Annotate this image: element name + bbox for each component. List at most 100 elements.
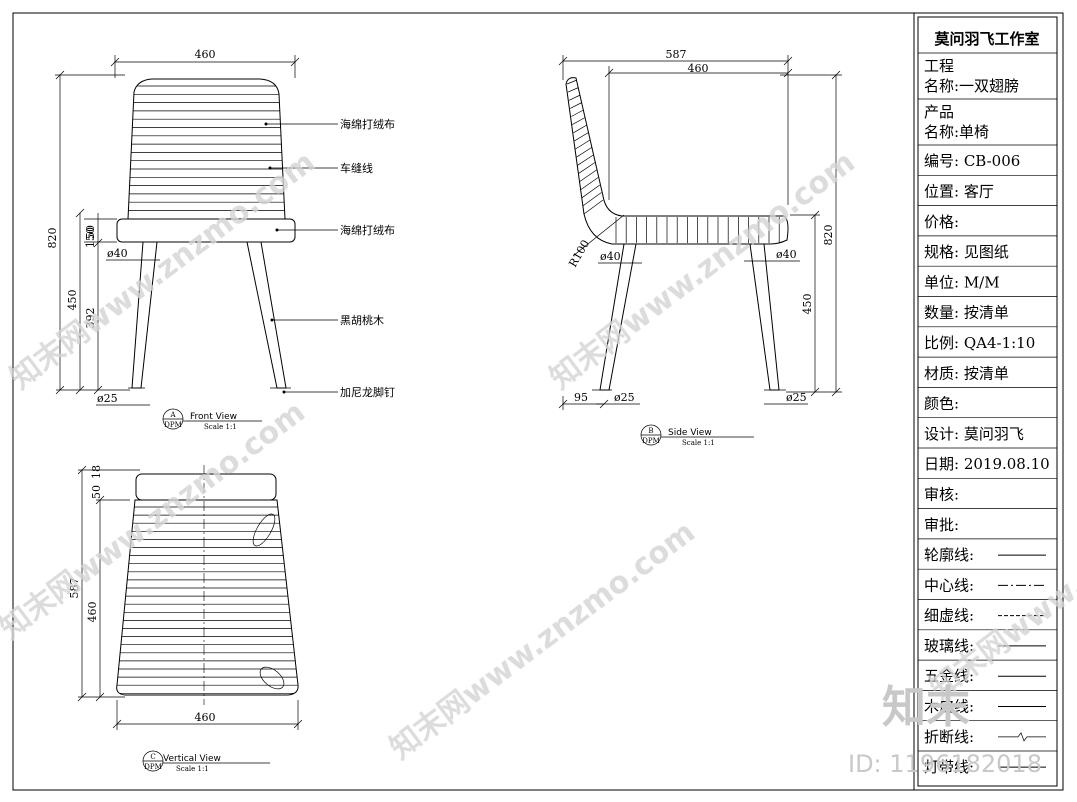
side-back-slat xyxy=(568,94,581,101)
front-view-title: Front View xyxy=(190,412,237,422)
vert-view-title: Vertical View xyxy=(163,754,221,764)
title-row-4: 价格: xyxy=(924,213,959,231)
title-row-label: 审核: xyxy=(924,486,959,504)
title-row-16: 中心线: xyxy=(924,576,1046,594)
front-callout-5: 加尼龙脚钉 xyxy=(340,385,395,399)
studio-name: 莫问羽飞工作室 xyxy=(934,30,1039,48)
side-back-slat xyxy=(567,87,579,93)
title-row-8: 比例: QA4-1:10 xyxy=(924,334,1035,352)
title-row-14: 审批: xyxy=(924,516,959,534)
title-row-label: 规格: 见图纸 xyxy=(924,243,1009,261)
title-row-12: 日期: 2019.08.10 xyxy=(924,455,1050,473)
title-row-2: 编号: CB-006 xyxy=(924,152,1020,170)
side-back-slat xyxy=(582,192,602,207)
side-back-slat xyxy=(571,109,584,117)
sheet-border xyxy=(12,12,1064,791)
side-leg-back-top-dim: ø40 xyxy=(776,248,797,261)
title-row-17: 细虚线: xyxy=(924,607,1046,625)
title-row-label: 设计: 莫问羽飞 xyxy=(924,425,1024,443)
side-back-slat xyxy=(578,162,596,174)
side-back-slat xyxy=(580,177,599,190)
front-callout-4: 黑胡桃木 xyxy=(340,313,384,327)
side-offset-dim: 95 xyxy=(574,391,588,404)
line-sample xyxy=(998,732,1046,742)
title-row-10: 颜色: xyxy=(924,395,959,413)
watermark-layer: 知末网www.znzmo.com 知末网www.znzmo.com 知末网www… xyxy=(0,145,1077,767)
title-row-3: 位置: 客厅 xyxy=(924,183,994,201)
front-tag-letter: A xyxy=(169,411,176,419)
svg-text:知末网www.znzmo.com: 知末网www.znzmo.com xyxy=(384,515,702,767)
title-row-label: 位置: 客厅 xyxy=(924,183,994,201)
title-row-label: 工程 xyxy=(924,57,954,75)
title-row-label: 价格: xyxy=(924,213,959,231)
title-row-label: 数量: 按清单 xyxy=(924,304,1009,322)
title-row-13: 审核: xyxy=(924,486,959,504)
title-row-label: 木皮线: xyxy=(924,698,974,716)
side-depth-dim: 587 xyxy=(666,48,687,61)
side-back-slat xyxy=(574,132,589,142)
svg-text:知末网www.znzmo.com: 知末网www.znzmo.com xyxy=(0,395,312,647)
side-view-scale: Scale 1:1 xyxy=(682,439,715,447)
vert-width-dim: 460 xyxy=(195,711,216,724)
title-row-label: 轮廓线: xyxy=(924,546,974,564)
title-row-label: 灯带线: xyxy=(924,758,974,776)
title-row-label: 细虚线: xyxy=(924,607,974,625)
front-seat-height-dim: 450 xyxy=(66,290,79,311)
title-row-19: 五金线: xyxy=(924,667,1046,685)
side-seat-depth-dim: 460 xyxy=(688,62,709,75)
title-row-9: 材质: 按清单 xyxy=(924,364,1009,382)
watermark-id: ID: 1196182018 xyxy=(848,750,1042,778)
vert-tag-code: DPM xyxy=(144,763,162,771)
title-row-label: 编号: CB-006 xyxy=(924,152,1020,170)
title-row-label: 材质: 按清单 xyxy=(924,364,1009,382)
title-row-6: 单位: M/M xyxy=(924,273,1000,291)
title-row-15: 轮廓线: xyxy=(924,546,1046,564)
vertical-view: 587 460 18 50 460 C DPM Vertical View Sc… xyxy=(68,465,303,773)
side-view-title: Side View xyxy=(668,428,712,438)
side-height-dim: 820 xyxy=(822,225,835,246)
side-back-slat xyxy=(577,154,594,166)
front-height-dim: 820 xyxy=(46,228,59,249)
side-tag-code: DPM xyxy=(642,437,660,445)
side-back-slat xyxy=(572,117,586,125)
title-row-22: 灯带线: xyxy=(924,758,1046,776)
front-callout-3: 海绵打绒布 xyxy=(340,223,395,237)
title-row-21: 折断线: xyxy=(924,728,1046,746)
front-tag-code: DPM xyxy=(164,421,182,429)
svg-text:知末网www.znzmo.com: 知末网www.znzmo.com xyxy=(4,145,322,397)
side-leg-front-top-dim: ø40 xyxy=(600,250,621,263)
side-radius-dim: R100 xyxy=(566,238,592,270)
side-back-slat xyxy=(583,199,604,215)
watermark-logo: 知末 xyxy=(882,682,970,733)
title-row-label: 日期: 2019.08.10 xyxy=(924,455,1050,473)
side-back-slat xyxy=(570,102,583,109)
side-leg-front-bottom-dim: ø25 xyxy=(614,391,635,404)
title-row-label: 折断线: xyxy=(924,728,974,746)
side-view: 587 460 820 450 R100 ø40 ø40 95 ø25 ø25 xyxy=(558,48,842,447)
title-row-20: 木皮线: xyxy=(924,698,1046,716)
side-seat-height-dim: 450 xyxy=(801,294,814,315)
front-callout-2: 车缝线 xyxy=(340,161,373,175)
title-row-label: 颜色: xyxy=(924,395,959,413)
front-width-dim: 460 xyxy=(195,48,216,61)
title-row-label: 审批: xyxy=(924,516,959,534)
title-row-11: 设计: 莫问羽飞 xyxy=(924,425,1024,443)
front-cushion-dim: 150 xyxy=(84,227,97,248)
side-leg-back-bottom-dim: ø25 xyxy=(786,391,807,404)
side-back-slat xyxy=(566,79,578,85)
front-leg-bottom-dim: ø25 xyxy=(97,392,118,405)
front-leg-top-dim: ø40 xyxy=(107,247,128,260)
vert-view-scale: Scale 1:1 xyxy=(176,765,209,773)
side-tag-letter: B xyxy=(648,427,653,435)
title-row-label: 名称:单椅 xyxy=(924,123,989,141)
side-back-slat xyxy=(579,169,597,182)
vert-seat-depth-dim: 460 xyxy=(86,602,99,623)
vert-top-a-dim: 18 xyxy=(90,465,103,479)
title-row-18: 玻璃线: xyxy=(924,637,1046,655)
vert-tag-letter: C xyxy=(150,753,155,761)
title-row-5: 规格: 见图纸 xyxy=(924,243,1009,261)
